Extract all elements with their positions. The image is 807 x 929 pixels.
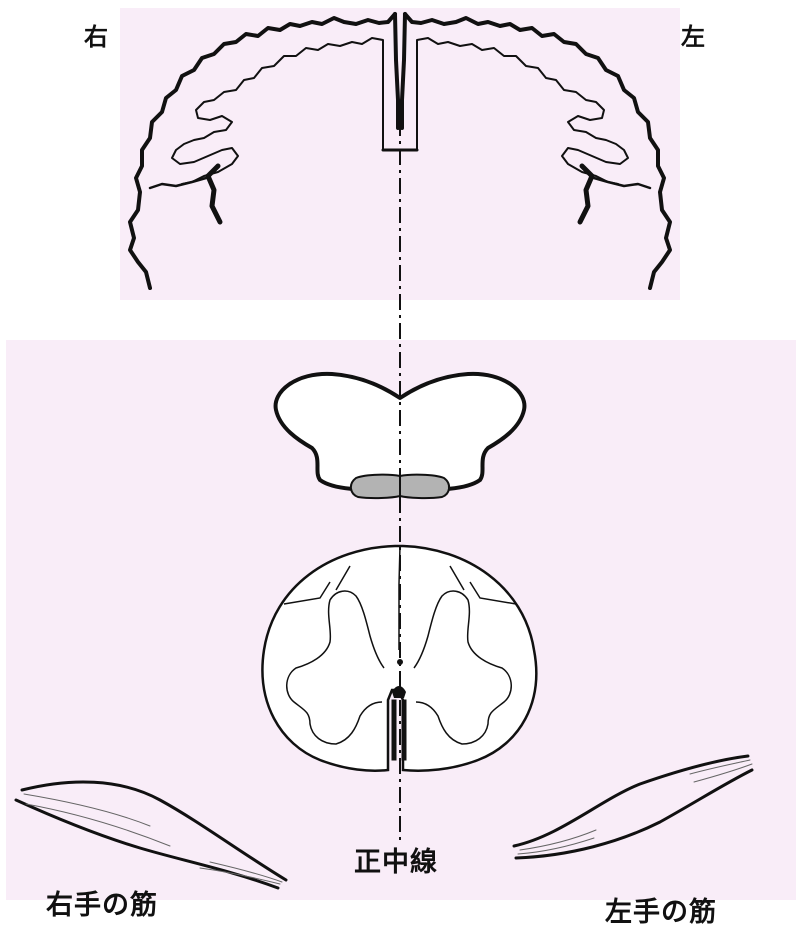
left-pyramid [400,475,449,498]
left-side-label: 左 [681,17,705,52]
right-hand-muscle-label: 右手の筋 [46,883,158,922]
left-hand-muscle-label: 左手の筋 [605,890,717,929]
right-side-label: 右 [84,17,108,52]
right-pyramid [351,475,400,498]
midline-label: 正中線 [354,840,438,879]
